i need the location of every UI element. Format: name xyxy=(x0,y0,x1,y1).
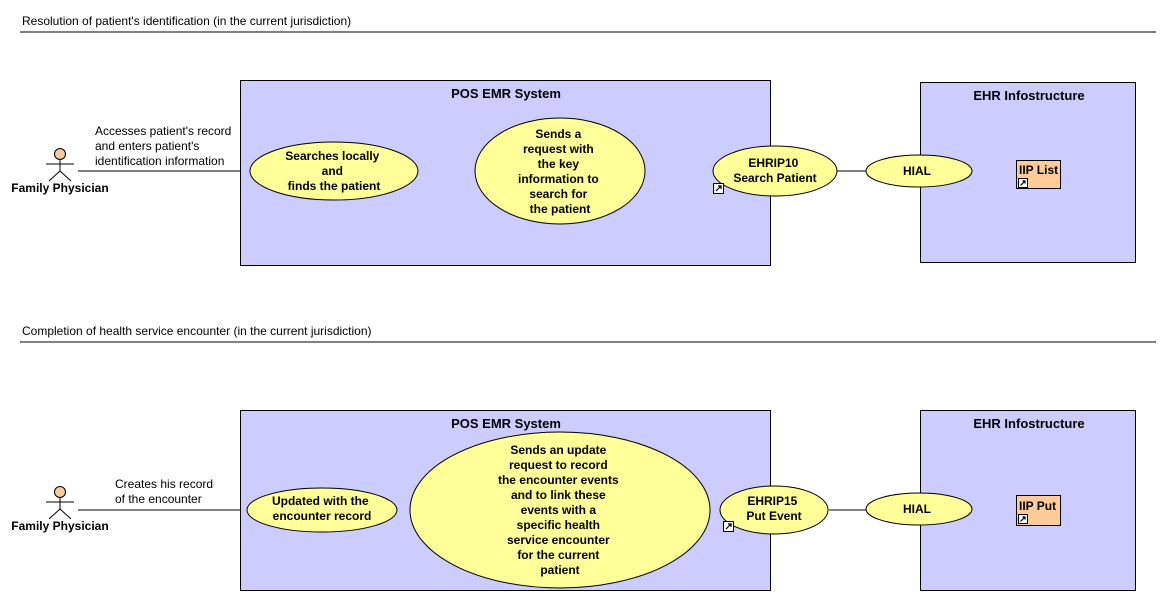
usecase-send-request[interactable]: Sends a request with the key information… xyxy=(474,117,646,225)
link-shortcut-icon[interactable] xyxy=(713,183,724,194)
actor-2-label: Family Physician xyxy=(11,519,108,533)
svg-text:HIAL: HIAL xyxy=(903,502,931,516)
usecase-search-locally[interactable]: Searches locally and finds the patient xyxy=(249,141,419,201)
svg-text:IIP List: IIP List xyxy=(1019,163,1058,177)
actor-1-label: Family Physician xyxy=(11,181,108,195)
actor-1-note: Accesses patient's record and enters pat… xyxy=(95,124,235,168)
actor-head-icon xyxy=(54,148,66,160)
usecase-hial[interactable]: HIAL xyxy=(865,492,973,526)
actor-head-icon xyxy=(54,486,66,498)
svg-text:EHRIP15 Put Event: EHRIP15 Put Event xyxy=(746,494,801,523)
pos-emr-system-title: POS EMR System xyxy=(451,416,561,431)
svg-text:Updated with the encou: Updated with the encounter record xyxy=(272,494,372,523)
iip-list-component[interactable]: IIP List xyxy=(1016,160,1061,189)
usecase-ehrip15[interactable]: EHRIP15 Put Event xyxy=(719,485,829,535)
actor-2-note: Creates his record of the encounter xyxy=(115,477,216,506)
svg-text:Searches locally and: Searches locally and finds the patient xyxy=(285,149,382,193)
svg-text:HIAL: HIAL xyxy=(903,164,931,178)
link-shortcut-icon[interactable] xyxy=(723,521,734,532)
usecase-updated-record[interactable]: Updated with the encounter record xyxy=(246,487,398,533)
svg-text:EHRIP10 Search Patient: EHRIP10 Search Patient xyxy=(733,156,816,185)
ehr-infostructure-title: EHR Infostructure xyxy=(973,88,1084,103)
scenario-1: Resolution of patient's identification (… xyxy=(11,14,1156,266)
pos-emr-system-title: POS EMR System xyxy=(451,86,561,101)
actor-family-physician[interactable] xyxy=(46,148,74,182)
link-shortcut-icon xyxy=(1018,178,1028,188)
usecase-hial[interactable]: HIAL xyxy=(865,154,973,188)
ehr-infostructure-title: EHR Infostructure xyxy=(973,416,1084,431)
scenario-2-title: Completion of health service encounter (… xyxy=(22,324,372,338)
svg-text:Sends an update reques: Sends an update request to record the en… xyxy=(498,443,622,577)
scenario-1-title: Resolution of patient's identification (… xyxy=(22,14,351,28)
link-shortcut-icon xyxy=(1018,514,1028,524)
scenario-2: Completion of health service encounter (… xyxy=(11,324,1156,591)
actor-family-physician[interactable] xyxy=(46,486,74,520)
svg-text:IIP Put: IIP Put xyxy=(1019,499,1056,513)
usecase-ehrip10[interactable]: EHRIP10 Search Patient xyxy=(712,145,838,197)
iip-put-component[interactable]: IIP Put xyxy=(1016,495,1061,526)
usecase-send-update[interactable]: Sends an update request to record the en… xyxy=(409,431,711,589)
svg-text:Sends a request with: Sends a request with the key information… xyxy=(518,127,602,216)
